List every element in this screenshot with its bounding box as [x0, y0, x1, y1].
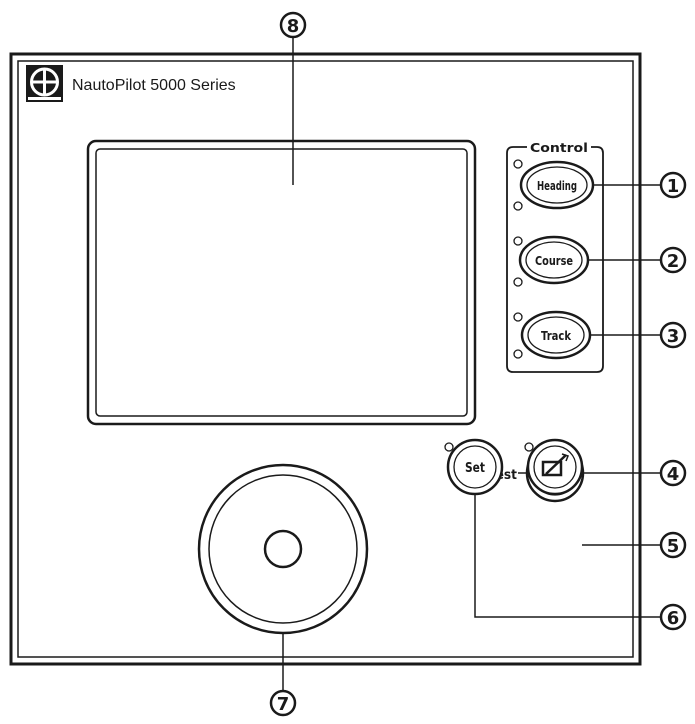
track-led-top [513, 312, 523, 322]
track-led-bottom [513, 349, 523, 359]
callout-8: 8 [279, 11, 307, 185]
callout-1-number: 1 [667, 176, 680, 197]
callout-8-number: 8 [287, 16, 300, 37]
callout-1: 1 [593, 171, 687, 199]
display-screen [86, 139, 477, 426]
brand-title: NautoPilot 5000 Series [72, 77, 236, 94]
callout-7-number: 7 [277, 694, 290, 715]
heading-led-bottom [513, 201, 523, 211]
edit-led [524, 442, 534, 452]
track-button-label: Track [541, 329, 572, 343]
course-button[interactable]: Course [513, 235, 590, 287]
callout-3-number: 3 [667, 326, 680, 347]
track-button[interactable]: Track [513, 310, 592, 360]
callout-5-number: 5 [667, 536, 680, 557]
rotary-knob[interactable] [197, 463, 369, 635]
callout-4: 4 [583, 459, 687, 487]
course-led-bottom [513, 277, 523, 287]
course-led-top [513, 236, 523, 246]
control-group-label: Control [530, 141, 588, 155]
control-group: Control [506, 141, 604, 373]
callout-4-number: 4 [667, 464, 680, 485]
heading-button-label: Heading [537, 179, 577, 193]
callout-6: 6 [474, 494, 687, 631]
pen-edit-icon [541, 453, 569, 477]
set-button[interactable]: Set [444, 438, 504, 496]
callout-6-number: 6 [667, 608, 680, 629]
callout-3: 3 [590, 321, 687, 349]
set-button-label: Set [465, 461, 485, 476]
panel-frame [9, 52, 642, 666]
heading-led-top [513, 159, 523, 169]
callout-2: 2 [588, 246, 687, 274]
course-button-label: Course [535, 254, 573, 268]
callout-2-number: 2 [667, 251, 680, 272]
callout-5: 5 [582, 531, 687, 559]
callout-7: 7 [269, 633, 297, 717]
set-led [444, 442, 454, 452]
heading-button[interactable]: Heading [513, 159, 595, 211]
circle-cross-logo-icon [26, 65, 63, 102]
edit-button[interactable] [524, 438, 584, 496]
knob-center-cap [263, 529, 303, 569]
